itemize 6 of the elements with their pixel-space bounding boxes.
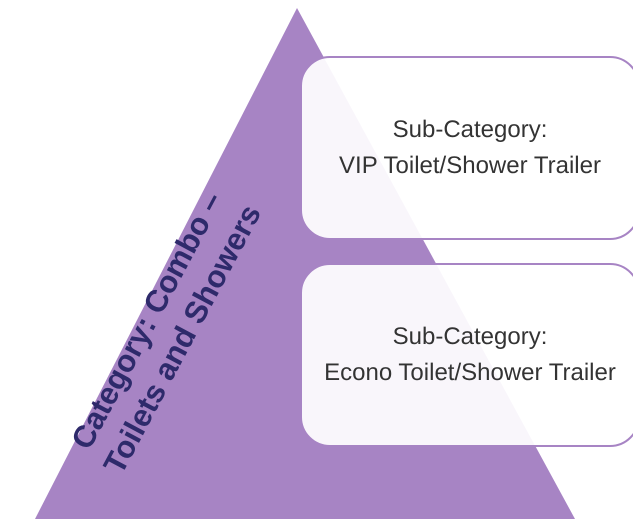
sub-category-card bbox=[300, 263, 633, 447]
sub-category-heading: Sub-Category: bbox=[392, 323, 548, 351]
sub-category-name: VIP Toilet/Shower Trailer bbox=[339, 152, 601, 180]
sub-category-card bbox=[300, 56, 633, 240]
sub-category-name: Econo Toilet/Shower Trailer bbox=[324, 359, 616, 387]
sub-category-heading: Sub-Category: bbox=[392, 116, 548, 144]
